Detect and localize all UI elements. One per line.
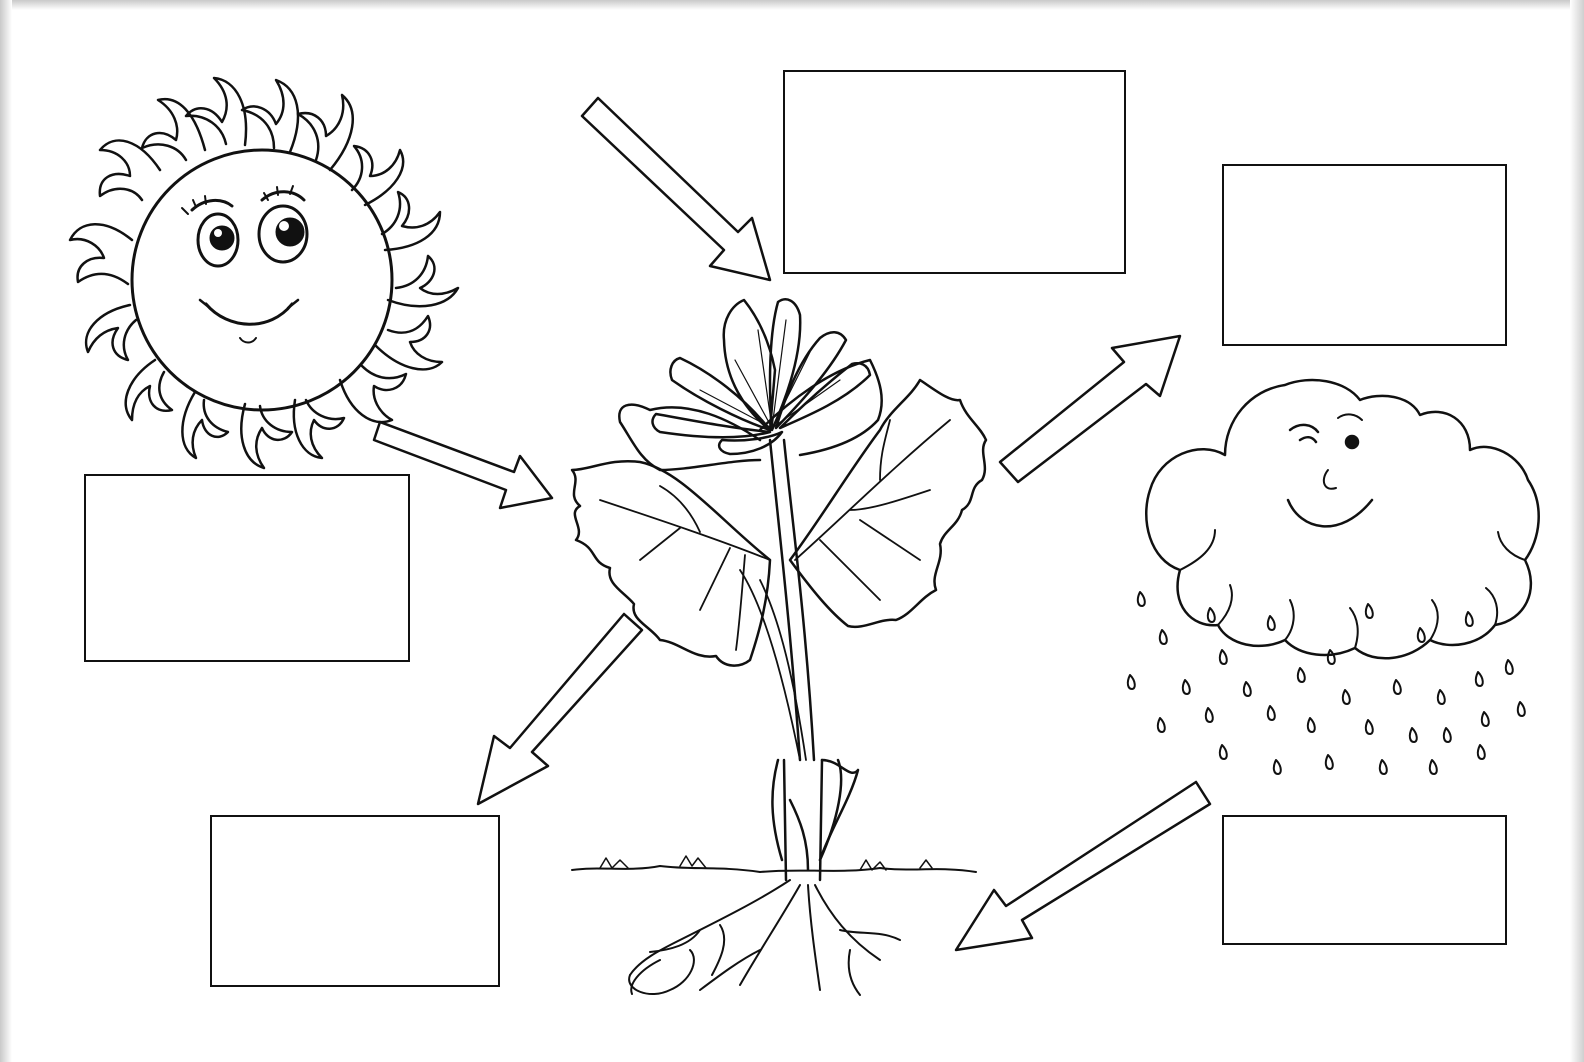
sun-icon — [70, 78, 458, 468]
raindrops — [1128, 592, 1525, 774]
sun-face-disc — [132, 150, 392, 410]
answer-box-bottom-right[interactable] — [1222, 815, 1507, 945]
arrow-sun-to-flower-top — [582, 98, 770, 280]
roots — [629, 880, 900, 995]
answer-box-top-center[interactable] — [783, 70, 1126, 274]
answer-box-top-right[interactable] — [1222, 164, 1507, 346]
answer-box-sun[interactable] — [84, 474, 410, 662]
rain-cloud-icon — [1128, 380, 1539, 774]
arrow-cloud-to-roots — [956, 782, 1210, 950]
flower-plant-icon — [572, 299, 986, 995]
sun-face — [182, 186, 307, 343]
ground-line — [572, 866, 976, 872]
arrow-flower-to-bottom-left-box — [478, 614, 642, 804]
stem — [770, 440, 814, 760]
cloud-outline — [1146, 380, 1538, 658]
arrow-flower-to-right-box — [1000, 336, 1180, 482]
answer-box-bottom-left[interactable] — [210, 815, 500, 987]
flower-head — [653, 299, 870, 454]
left-leaf — [572, 461, 770, 665]
